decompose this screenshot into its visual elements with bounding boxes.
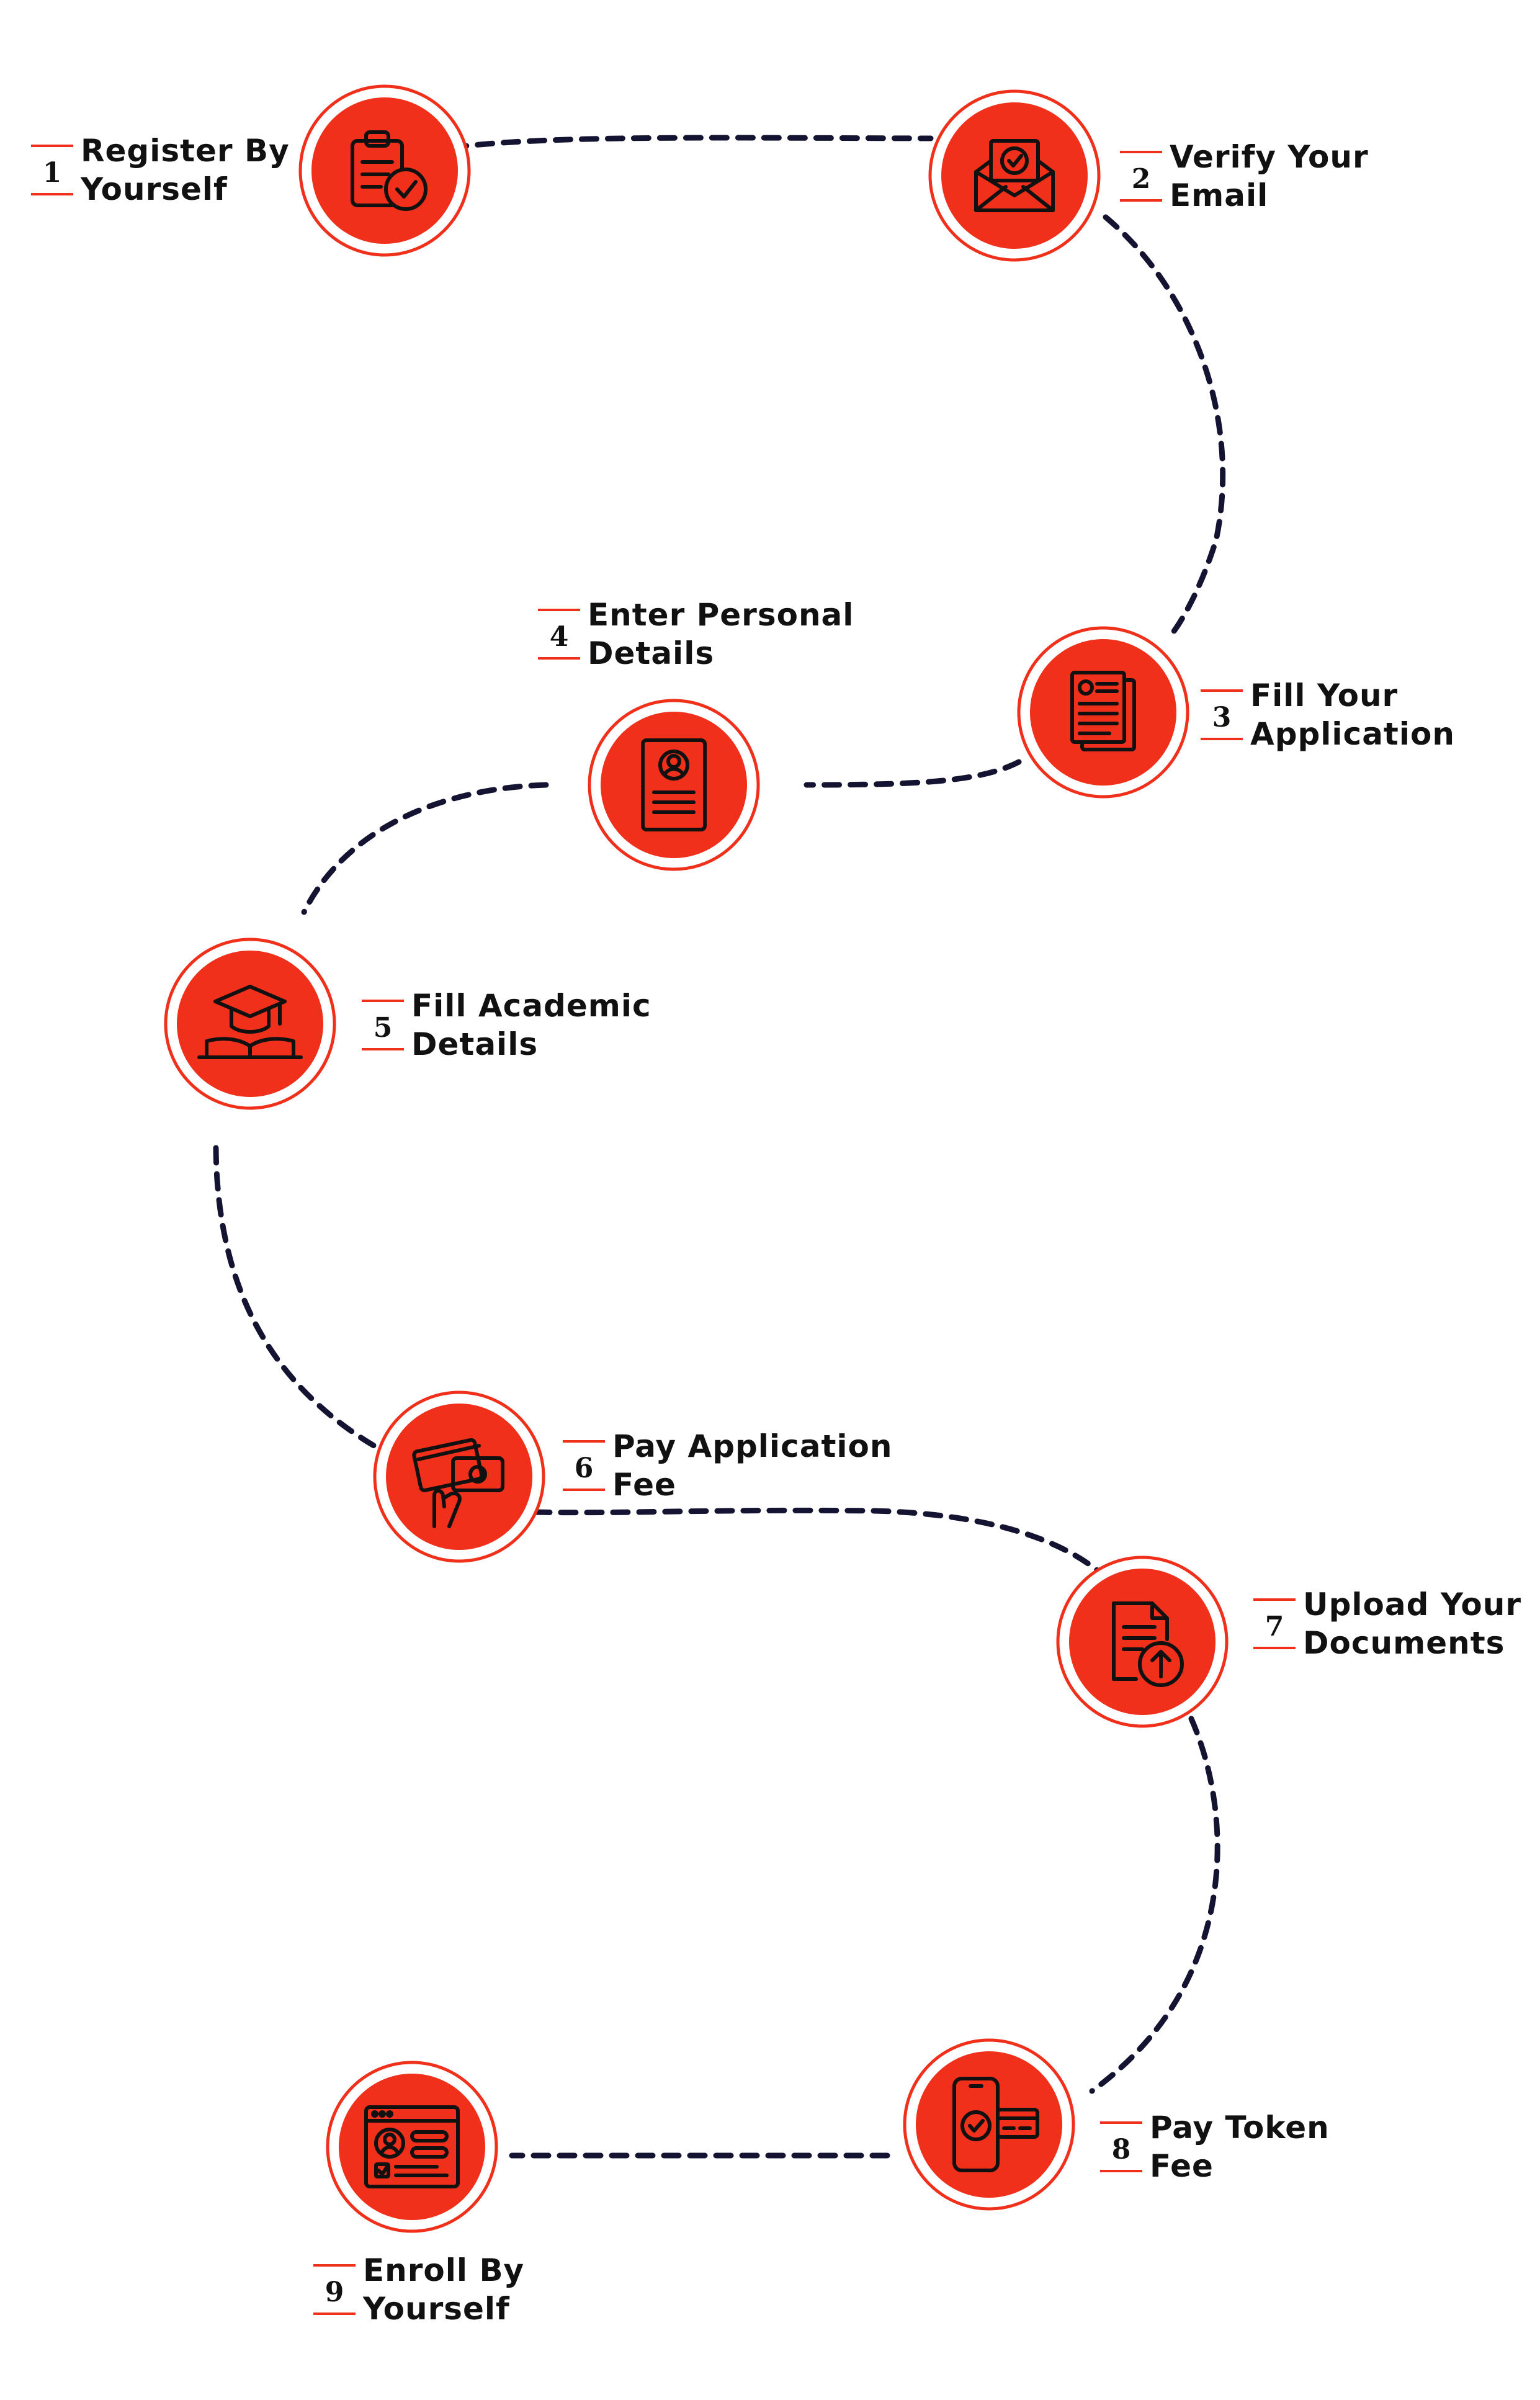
step-title-line-1: Fill Academic [411, 988, 651, 1024]
step-title-line-2: Yourself [81, 171, 228, 207]
step-title-line-2: Fee [1150, 2148, 1214, 2184]
enroll-profile-icon [364, 2105, 460, 2188]
connector-segment [804, 759, 1022, 788]
step-number: 9 [325, 2277, 344, 2308]
step-number-frame: 8 [1100, 2121, 1142, 2172]
step-disc [1069, 1569, 1215, 1715]
step-number: 4 [549, 621, 569, 653]
step-title-line-2: Details [411, 1026, 539, 1062]
dashed-connector-path [213, 135, 1226, 2159]
step-number-frame: 1 [31, 145, 73, 195]
step-number: 3 [1212, 702, 1232, 733]
clipboard-check-icon [351, 130, 428, 211]
step-number: 5 [373, 1012, 393, 1044]
step-number-frame: 5 [362, 1000, 404, 1050]
step-disc [339, 2074, 485, 2220]
application-document-icon [1070, 671, 1136, 751]
connector-segment [532, 1507, 1114, 1585]
step-4-node [588, 699, 760, 871]
step-title-line-1: Pay Token [1150, 2110, 1330, 2146]
step-number-frame: 4 [538, 609, 580, 660]
step-7-node [1056, 1556, 1229, 1728]
connector-segment [1089, 1716, 1220, 2094]
step-9-node [326, 2061, 498, 2233]
step-title-line-2: Fee [612, 1467, 676, 1503]
step-number: 7 [1265, 1611, 1284, 1642]
step-number-frame: 9 [313, 2264, 356, 2315]
step-disc [311, 97, 458, 244]
document-upload-icon [1112, 1601, 1184, 1687]
step-title-line-1: Enroll By [363, 2252, 525, 2288]
step-number: 2 [1131, 163, 1151, 195]
step-5-node [164, 938, 336, 1110]
step-6-node [373, 1390, 545, 1563]
step-title-line-2: Email [1170, 177, 1269, 213]
step-circles [164, 84, 1229, 2233]
step-2-node [928, 89, 1101, 262]
id-document-icon [641, 738, 707, 831]
connector-segment [1103, 214, 1226, 636]
step-number-frame: 2 [1120, 151, 1162, 202]
connector-segment [301, 782, 549, 915]
step-number-frame: 7 [1253, 1598, 1296, 1649]
mobile-payment-icon [952, 2077, 1039, 2172]
step-number: 1 [42, 157, 62, 189]
step-title-line-1: Register By [81, 133, 290, 169]
envelope-verify-icon [974, 139, 1055, 212]
connector-segment [213, 1145, 388, 1455]
card-payment-icon [412, 1438, 504, 1528]
graduation-book-icon [197, 985, 303, 1059]
step-number: 8 [1111, 2134, 1131, 2165]
step-disc [601, 712, 747, 858]
step-number-frame: 6 [563, 1440, 605, 1491]
step-1-node [298, 84, 471, 257]
step-title-line-2: Application [1250, 716, 1455, 752]
step-disc [177, 951, 323, 1097]
step-3-node [1017, 626, 1189, 799]
step-title-line-1: Enter Personal [588, 597, 854, 633]
step-title-line-2: Documents [1303, 1625, 1505, 1661]
step-8-node [903, 2038, 1075, 2211]
step-title-line-2: Yourself [363, 2291, 510, 2327]
step-disc [386, 1404, 532, 1550]
step-number: 6 [574, 1453, 594, 1484]
step-title-line-1: Fill Your [1250, 678, 1399, 714]
connector-segment [449, 135, 934, 151]
step-title-line-1: Upload Your [1303, 1587, 1522, 1623]
step-number-frame: 3 [1201, 689, 1243, 740]
step-title-line-2: Details [588, 635, 715, 671]
step-title-line-1: Pay Application [612, 1428, 893, 1464]
step-title-line-1: Verify Your [1170, 139, 1369, 175]
